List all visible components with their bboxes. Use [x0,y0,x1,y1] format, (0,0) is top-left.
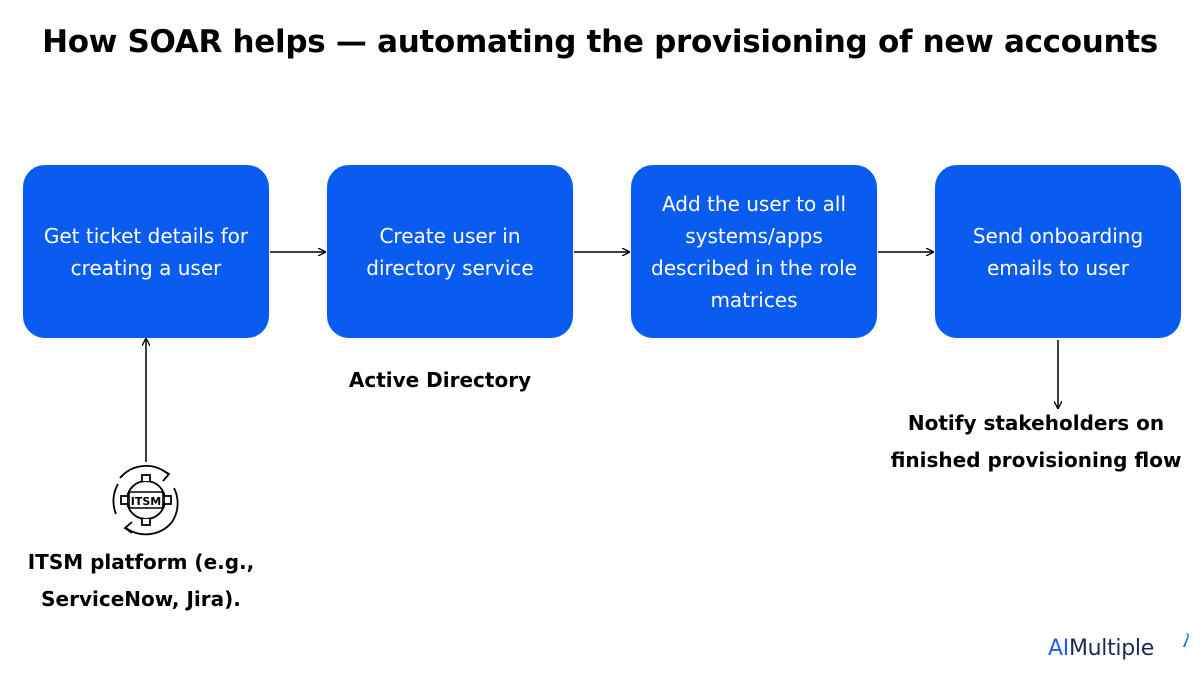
step-get-ticket-details: Get ticket details for creating a user [23,165,269,338]
step-text-line: systems/apps [685,223,823,248]
step-text-line: emails to user [986,255,1129,280]
step-text-line: matrices [710,287,798,312]
label-active-directory: Active Directory [348,368,532,392]
step-create-user: Create user in directory service [327,165,573,338]
diagram-title: How SOAR helps — automating the provisio… [42,24,1158,60]
step-text-line: creating a user [70,255,222,280]
step-text-line: Create user in [379,223,521,248]
logo-accent-mark-icon [1183,633,1189,647]
step-send-onboarding-emails: Send onboarding emails to user [935,165,1181,338]
step-text-line: Send onboarding [972,223,1144,248]
step-text-line: described in the role [651,255,857,280]
logo-suffix: Multiple [1068,636,1154,661]
label-notify-stakeholders: Notify stakeholders on finished provisio… [880,405,1192,479]
label-line: Notify stakeholders on [907,411,1165,435]
label-line: ServiceNow, Jira). [41,587,241,611]
label-line: ITSM platform (e.g., [27,550,255,574]
label-line: finished provisioning flow [890,448,1182,472]
step-text-line: Get ticket details for [43,223,249,248]
step-text-line: directory service [366,255,534,280]
step-add-user-to-systems: Add the user to all systems/apps describ… [631,165,877,338]
itsm-icon-label: ITSM [131,495,161,508]
aimultiple-logo: AIMultiple [1048,636,1154,661]
logo-prefix: AI [1048,636,1069,661]
step-text-line: Add the user to all [661,191,847,216]
itsm-gear-cycle-icon: ITSM [112,465,179,536]
label-itsm-platform: ITSM platform (e.g., ServiceNow, Jira). [10,544,272,618]
